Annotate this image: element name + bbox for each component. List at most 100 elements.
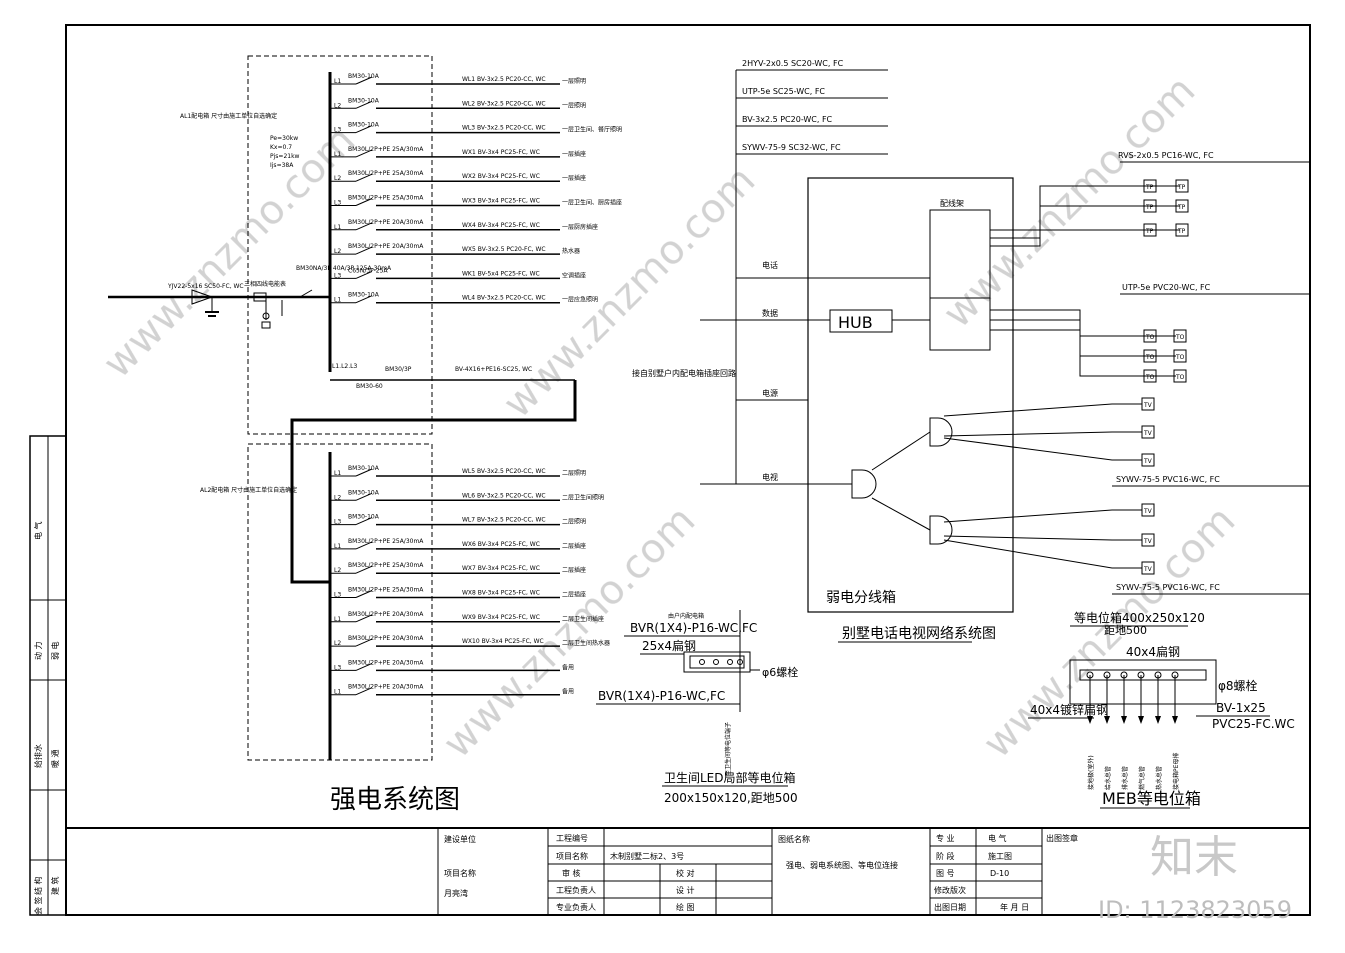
circuit-breaker-switch (355, 687, 373, 696)
circuit-phase: L2 (334, 640, 341, 647)
meb-cable: BV-1x25 (1216, 701, 1266, 715)
patch-panel-data (929, 297, 991, 351)
circuit-load: 一层厨房插座 (562, 223, 598, 231)
strip-label-3: 给排水 (33, 744, 43, 768)
circuit-cable: WX5 BV-3x2.5 PC20-FC, WC (462, 246, 546, 253)
circuit-cable: WX2 BV-3x4 PC25-FC, WC (462, 173, 540, 180)
incoming-cable: YJV22-5x16 SC50-FC, WC (167, 283, 244, 290)
calc-2: Pjs=21kw (270, 153, 300, 160)
tel-outlet-icon-label: TP (1145, 204, 1154, 211)
meb-leg-label: 接地极(室外) (1087, 755, 1095, 790)
wm-site-1: www.znzmo.com (95, 117, 365, 387)
tel-outlet-icon-label: TP (1177, 228, 1186, 235)
circuit-load: 一层照明 (562, 102, 586, 109)
circuit-breaker: BM30L/2P+PE 25A/30mA (348, 587, 424, 594)
main-breaker-label: BM30NA/3P 40A/3P 125A-30mA (296, 265, 392, 272)
distribution-frame-label: 配线架 (940, 198, 964, 208)
feed-tv: 电视 (762, 472, 778, 482)
tv-outlet-icon (1141, 425, 1155, 439)
circuit-phase: L2 (334, 248, 341, 255)
meb-box-body (1069, 659, 1217, 705)
circuit-breaker-switch (355, 198, 373, 206)
tb-prof-owner: 专业负责人 (556, 902, 596, 912)
circuit-phase: L1 (334, 297, 341, 304)
circuit-breaker: BM30L/2P+PE 25A/30mA (348, 170, 424, 177)
tb-project-name-label: 项目名称 (444, 868, 476, 878)
tb-project-name: 月亮湾 (444, 888, 468, 898)
strip-label-1: 动 力 (33, 641, 43, 660)
circuit-breaker-switch (355, 541, 373, 550)
circuit-load: 空调插座 (562, 271, 586, 279)
circuit-cable: WL2 BV-3x2.5 PC20-CC, WC (462, 100, 546, 107)
panel1-note: AL1配电箱 尺寸由施工单位自选确定 (180, 112, 277, 120)
circuit-cable: WL3 BV-3x2.5 PC20-CC, WC (462, 125, 546, 132)
weak-cable-2: BV-3x2.5 PC20-WC, FC (742, 115, 833, 124)
led-cable-top: BVR(1X4)-P16-WC,FC (630, 621, 757, 635)
circuit-load: 二层卫生间插座 (562, 615, 604, 623)
tel-outlet-icon-label: TP (1177, 184, 1186, 191)
meb-leg-label: 排水总管 (1121, 766, 1129, 790)
tv-branch (943, 403, 1142, 417)
tel-outlet-icon-label: TP (1177, 204, 1186, 211)
data-outlet-icon-label: TO (1145, 354, 1155, 361)
tb-check: 审 核 (562, 868, 581, 878)
data-outlet-icon (1143, 329, 1157, 343)
data-outlet-icon (1143, 349, 1157, 363)
data-outlet-icon-label: TO (1175, 334, 1185, 341)
weak-system-diagram: 2HYV-2x0.5 SC20-WC, FC UTP-5e SC25-WC, F… (632, 59, 1310, 643)
strip-label-0: 电 气 (33, 521, 43, 540)
circuit-load: 二层插座 (562, 591, 586, 599)
tb-build-unit: 建设单位 (444, 834, 476, 844)
data-cable: UTP-5e PVC20-WC, FC (1122, 283, 1211, 292)
circuit-load: 一层应急照明 (562, 296, 598, 304)
circuit-load: 一层卫生间、餐厅照明 (562, 126, 622, 134)
circuit-breaker: BM30-10A (348, 122, 380, 129)
circuit-cable: WL6 BV-3x2.5 PC20-CC, WC (462, 492, 546, 499)
tv-splitter-1 (929, 417, 953, 447)
circuit-load: 备用 (562, 688, 574, 696)
tb-date-label: 出图日期 (934, 902, 966, 912)
tel-outlet-icon (1143, 179, 1157, 193)
circuit-load: 二层照明 (562, 470, 586, 477)
meb-leg-label: 给水总管 (1104, 766, 1112, 790)
circuit-load: 一层照明 (562, 78, 586, 85)
tb-rev-label: 修改版次 (934, 885, 966, 895)
tv-outlet-icon (1141, 561, 1155, 575)
circuit-breaker-switch (355, 468, 373, 477)
tie-feeder (290, 380, 577, 584)
feed-tel: 电话 (762, 260, 778, 270)
tv-outlet-icon (1141, 503, 1155, 517)
tb-design: 设 计 (676, 885, 695, 895)
strip-label-5: 结 构 (33, 876, 43, 895)
circuit-cable: WX6 BV-3x4 PC25-FC, WC (462, 541, 540, 548)
circuit-load: 热水器 (562, 247, 580, 255)
spd-sub: BM30-60 (356, 383, 383, 390)
calc-1: Kx=0.7 (270, 144, 292, 151)
tv-amplifier-icon (851, 469, 877, 499)
tel-outlet-icon (1143, 223, 1157, 237)
tv-outlet-icon-label: TV (1143, 458, 1153, 465)
circuit-breaker-switch (355, 270, 373, 279)
led-title: 卫生间LED局部等电位箱 (664, 770, 796, 785)
meb-leg-label: 接电箱PE母排 (1172, 753, 1180, 790)
circuit-breaker-switch (355, 125, 373, 134)
circuit-breaker: BM30L/2P+PE 20A/30mA (348, 635, 424, 642)
data-outlet-icon-label: TO (1145, 334, 1155, 341)
meb-leg-arrow (1155, 716, 1161, 724)
circuit-breaker-switch (355, 149, 373, 158)
circuit-cable: WX8 BV-3x4 PC25-FC, WC (462, 590, 540, 597)
tel-outlet-icon (1143, 199, 1157, 213)
circuit-cable: WL5 BV-3x2.5 PC20-CC, WC (462, 468, 546, 475)
calc-0: Pe=30kw (270, 135, 298, 142)
circuit-breaker-switch (355, 492, 373, 501)
circuit-breaker-switch (355, 565, 373, 574)
meb-top2: 距地500 (1104, 624, 1147, 637)
data-outlet-icon-label: TO (1145, 374, 1155, 381)
hub-label: HUB (838, 313, 873, 332)
tv-outlet-icon (1141, 533, 1155, 547)
circuit-cable: WK1 BV-5x4 PC25-FC, WC (462, 270, 540, 277)
circuit-cable: WL7 BV-3x2.5 PC20-CC, WC (462, 517, 546, 524)
